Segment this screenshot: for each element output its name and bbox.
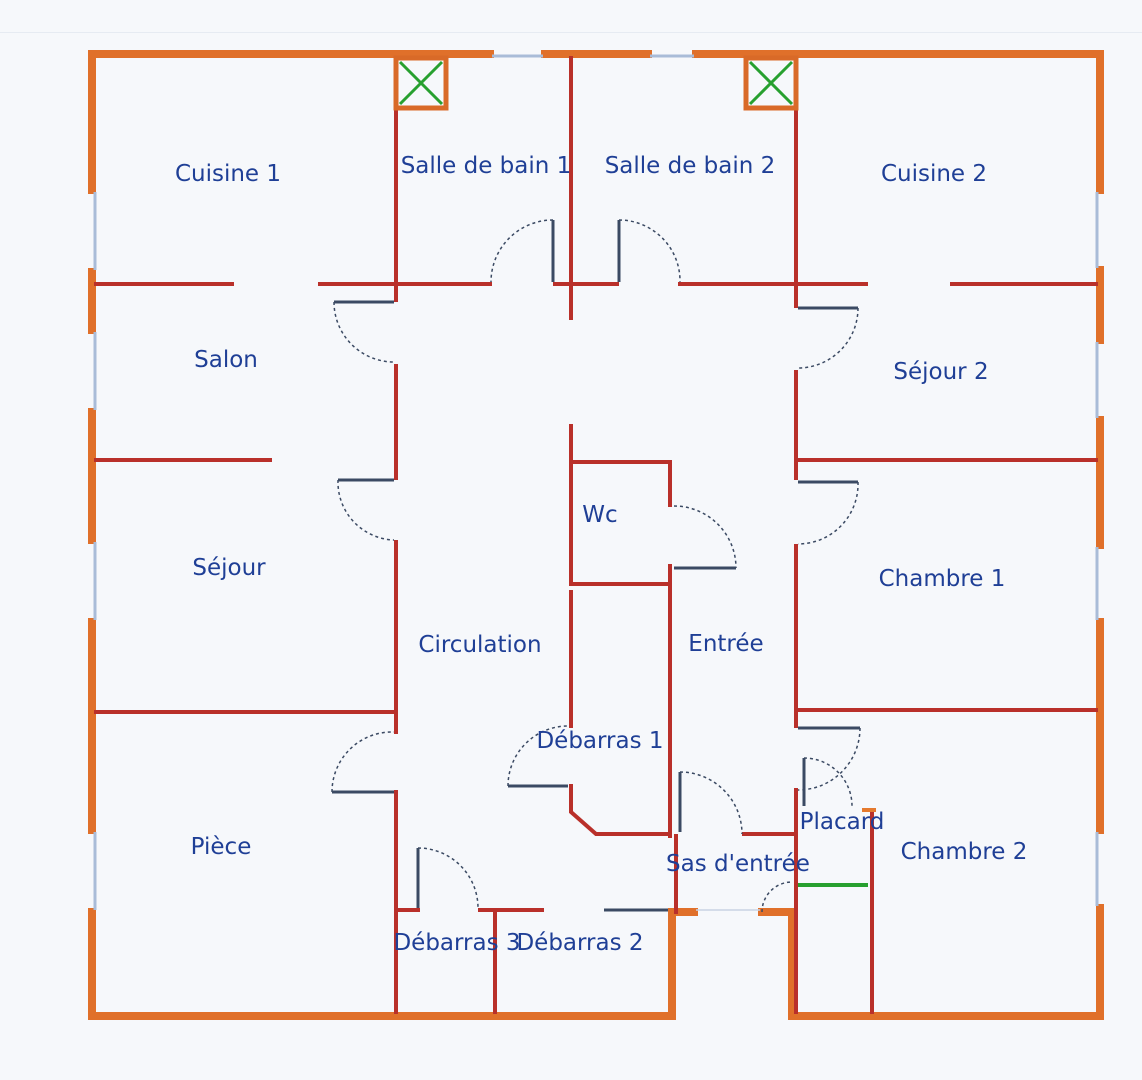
room-label-sas-entree: Sas d'entrée	[666, 851, 810, 877]
room-label-sejour-2: Séjour 2	[893, 359, 988, 385]
room-label-cuisine-2: Cuisine 2	[881, 161, 987, 187]
interior-wall	[569, 784, 672, 836]
door-swing-icon	[797, 727, 861, 791]
ventilation-duct-icon	[398, 60, 444, 106]
room-label-cuisine-1: Cuisine 1	[175, 161, 281, 187]
room-label-circulation: Circulation	[418, 632, 541, 658]
door-swing-icon	[797, 307, 859, 369]
room-label-chambre-2: Chambre 2	[901, 839, 1028, 865]
room-label-placard: Placard	[800, 809, 885, 835]
door-swing-icon	[618, 219, 681, 283]
room-label-debarras-3: Débarras 3	[393, 930, 520, 956]
door-swing-icon	[679, 771, 743, 835]
interior-walls	[94, 56, 1098, 1014]
ventilation-ducts	[393, 55, 799, 111]
door-swing-icon	[331, 731, 395, 793]
door-swing-icon	[337, 479, 395, 541]
exterior-walls	[88, 50, 1104, 1020]
door-swing-icon	[761, 881, 793, 913]
door-swing-icon	[803, 757, 853, 807]
room-label-wc: Wc	[582, 502, 617, 528]
door-swing-icon	[333, 301, 395, 363]
door-swing-icon	[417, 847, 479, 909]
room-label-debarras-2: Débarras 2	[516, 930, 643, 956]
room-label-salle-de-bain-1: Salle de bain 1	[401, 153, 572, 179]
room-label-salle-de-bain-2: Salle de bain 2	[605, 153, 776, 179]
top-divider	[0, 32, 1142, 33]
doors	[331, 219, 861, 913]
exterior-wall	[758, 908, 796, 1020]
room-label-entree: Entrée	[688, 631, 763, 657]
room-label-piece: Pièce	[191, 834, 252, 860]
door-swing-icon	[490, 219, 554, 283]
door-swing-icon	[673, 505, 737, 569]
windows	[93, 54, 1099, 910]
ventilation-duct-icon	[748, 60, 794, 106]
door-swing-icon	[797, 481, 859, 545]
room-label-sejour: Séjour	[192, 555, 266, 581]
room-label-salon: Salon	[194, 347, 258, 373]
room-label-debarras-1: Débarras 1	[536, 728, 663, 754]
exterior-wall	[668, 908, 698, 1020]
room-labels: Cuisine 1 Salle de bain 1 Salle de bain …	[175, 153, 1027, 956]
room-label-chambre-1: Chambre 1	[879, 566, 1006, 592]
